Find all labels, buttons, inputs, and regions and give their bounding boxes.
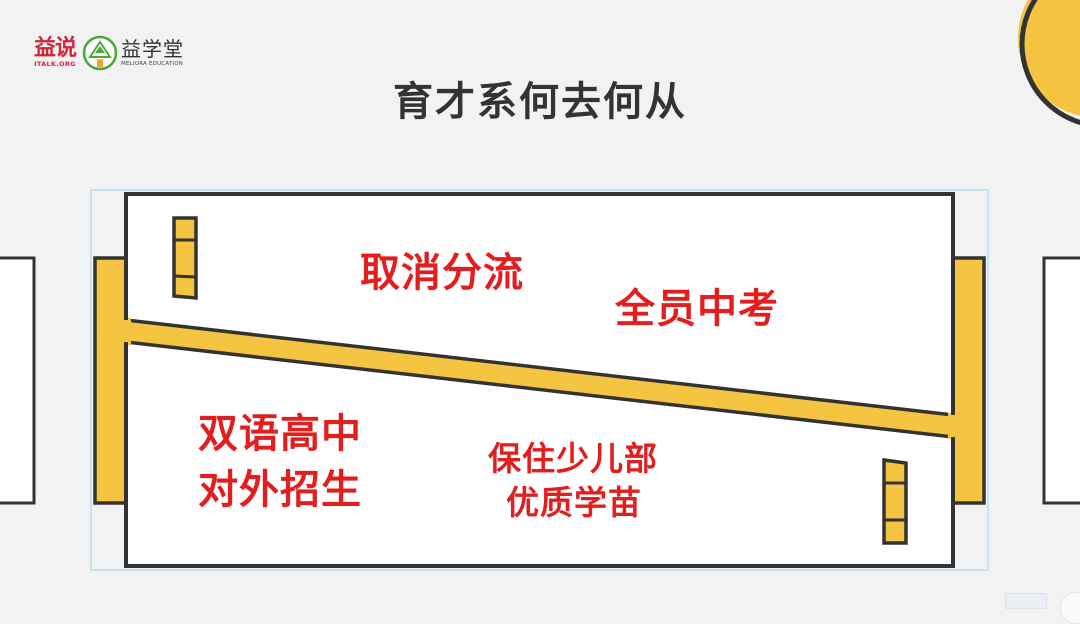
- left-yellow-pillar: [93, 256, 130, 505]
- logo-bar: 益说 ITALK.ORG 益学堂 MELIORA EDUCATION: [34, 32, 184, 74]
- yishuo-logo-text: 益说: [34, 36, 77, 61]
- right-side-panel: [1042, 256, 1080, 505]
- label-cancel-streaming: 取消分流: [360, 250, 524, 296]
- yixuetang-logo[interactable]: 益学堂 MELIORA EDUCATION: [82, 35, 184, 71]
- diagonal-yellow-band: [124, 320, 953, 437]
- right-yellow-pillar: [949, 256, 986, 505]
- corner-circle-decoration: [1018, 0, 1080, 125]
- yixuetang-logo-text: 益学堂: [121, 37, 185, 61]
- slide-title: 育才系何去何从: [393, 79, 687, 125]
- ladder-icon-bottom-right: [882, 457, 908, 545]
- slide-nav-dot[interactable]: [1060, 592, 1080, 624]
- yishuo-logo-domain: ITALK.ORG: [34, 60, 76, 68]
- yixuetang-logo-subtitle: MELIORA EDUCATION: [121, 61, 184, 67]
- label-bilingual-high-school: 双语高中: [198, 411, 362, 457]
- ladder-icon-top-left: [172, 216, 198, 300]
- left-side-panel: [0, 256, 36, 505]
- label-external-enrollment: 对外招生: [198, 467, 362, 513]
- slide-diagram: [0, 0, 1080, 571]
- tree-in-circle-icon: [82, 35, 118, 71]
- label-keep-junior-division: 保住少儿部: [488, 439, 658, 478]
- label-all-take-exam: 全员中考: [615, 286, 779, 332]
- selection-outline[interactable]: [90, 189, 989, 571]
- yishuo-logo[interactable]: 益说 ITALK.ORG: [34, 36, 77, 69]
- label-quality-students: 优质学苗: [506, 483, 642, 522]
- slide-nav-button[interactable]: [1005, 593, 1047, 609]
